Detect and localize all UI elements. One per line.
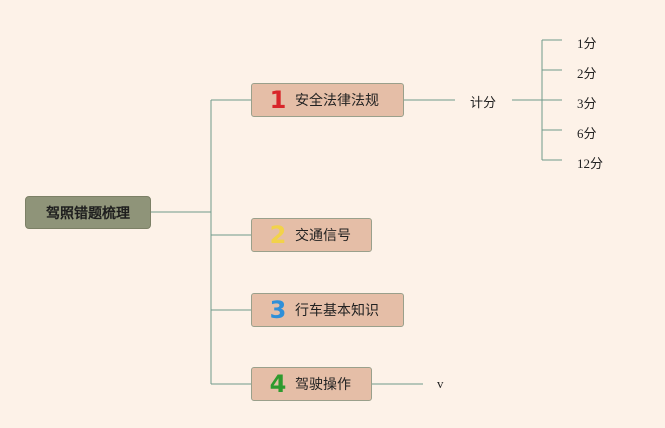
branch-number-1: 1	[269, 86, 287, 114]
score-item-4[interactable]: 6分	[577, 126, 597, 141]
branch-node-4[interactable]: 4 驾驶操作	[251, 367, 372, 401]
root-label: 驾照错题梳理	[46, 205, 130, 222]
branch-number-3: 3	[269, 296, 287, 324]
branch-node-2[interactable]: 2 交通信号	[251, 218, 372, 252]
score-item-2[interactable]: 2分	[577, 66, 597, 81]
branch-label-3: 行车基本知识	[295, 303, 379, 319]
root-node[interactable]: 驾照错题梳理	[25, 196, 151, 229]
branch-node-1[interactable]: 1 安全法律法规	[251, 83, 404, 117]
branch-label-1: 安全法律法规	[295, 93, 379, 109]
score-item-1[interactable]: 1分	[577, 36, 597, 51]
branch-label-4: 驾驶操作	[295, 377, 351, 393]
branch-node-3[interactable]: 3 行车基本知识	[251, 293, 404, 327]
branch-number-4: 4	[269, 370, 287, 398]
scoring-node[interactable]: 计分	[470, 96, 497, 111]
score-item-3[interactable]: 3分	[577, 96, 597, 111]
branch-number-2: 2	[269, 221, 287, 249]
branch-label-2: 交通信号	[295, 228, 351, 244]
driving-child-node[interactable]: v	[437, 376, 444, 391]
score-item-5[interactable]: 12分	[577, 156, 604, 171]
